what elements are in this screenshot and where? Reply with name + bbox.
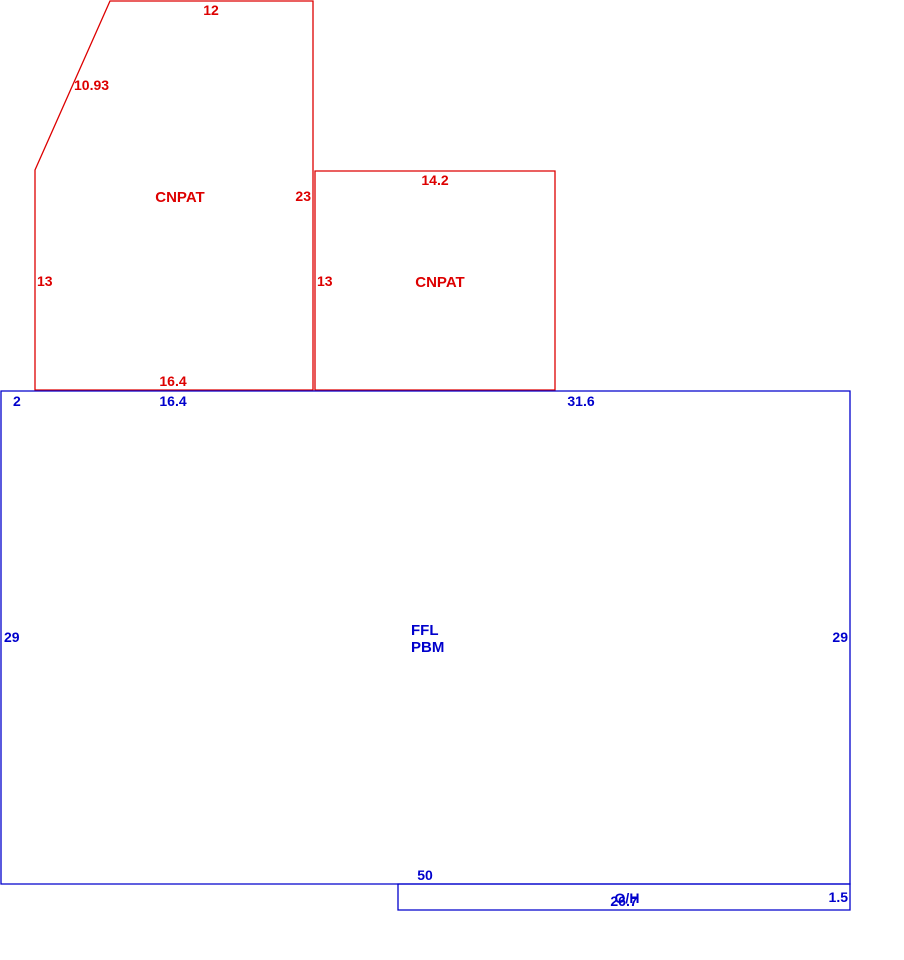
overhang-outline <box>397 883 851 911</box>
cnpat-right-outline <box>314 170 556 391</box>
main-area-label-pbm: PBM <box>411 639 444 656</box>
main-left-dimension: 29 <box>4 629 20 645</box>
cnpat-left-bottom-dimension: 16.4 <box>159 373 186 389</box>
cnpat-left-side-dimension: 13 <box>37 273 53 289</box>
main-top-right-dimension: 31.6 <box>567 393 594 409</box>
cnpat-left-right-dimension: 23 <box>295 188 311 204</box>
cnpat-right-area-label: CNPAT <box>415 274 464 291</box>
cnpat-left-area-label: CNPAT <box>155 189 204 206</box>
overhang-right-dimension: 1.5 <box>829 889 849 905</box>
main-top-middle-dimension: 16.4 <box>159 393 186 409</box>
main-top-left-dimension: 2 <box>13 393 21 409</box>
cnpat-left-outline <box>34 0 314 391</box>
main-area-label-ffl: FFL <box>411 622 439 639</box>
overhang-dimension-label: 26.7 <box>610 893 637 909</box>
main-bottom-dimension: 50 <box>417 867 433 883</box>
cnpat-right-left-dimension: 13 <box>317 273 333 289</box>
cnpat-right-top-dimension: 14.2 <box>421 172 448 188</box>
cnpat-left-top-dimension: 12 <box>203 2 219 18</box>
cnpat-left-diagonal-dimension: 10.93 <box>74 77 109 93</box>
overhang-area-label: O/H <box>615 890 640 906</box>
main-right-dimension: 29 <box>832 629 848 645</box>
